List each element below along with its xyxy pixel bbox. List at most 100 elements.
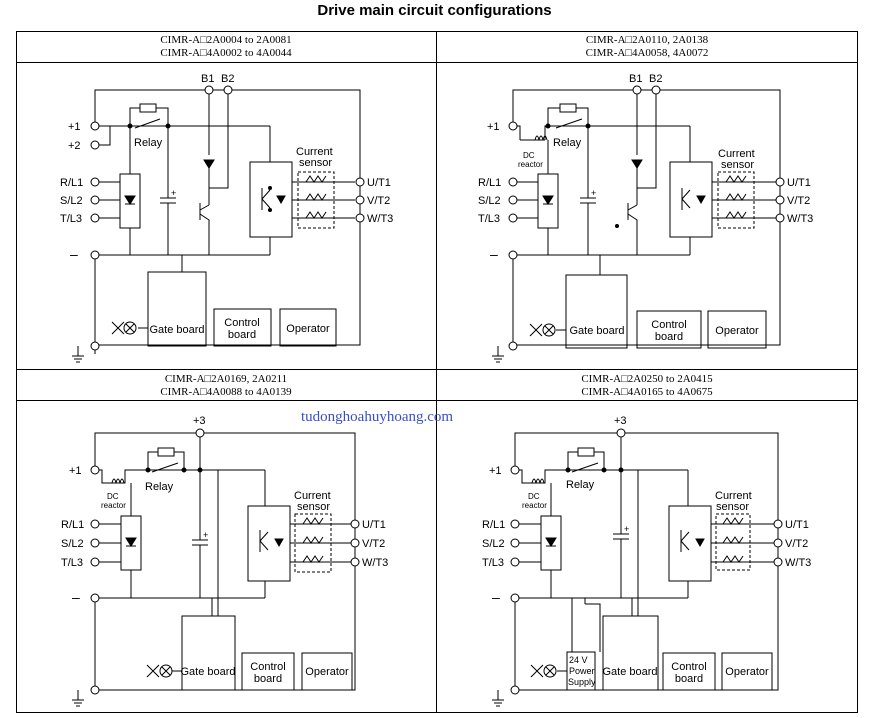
fan-motor-icon (159, 664, 173, 678)
capacitor-icon (160, 126, 176, 255)
relay-contact-icon (571, 462, 599, 473)
dc-reactor-label: DC (523, 151, 535, 160)
gate-board-box (181, 615, 236, 691)
terminal-label: – (70, 246, 78, 262)
fan-icon (529, 323, 543, 337)
terminals (508, 85, 785, 351)
terminal-label: U/T1 (787, 177, 811, 189)
terminal-label: +1 (489, 465, 502, 477)
current-sensor-label: Current (294, 490, 331, 502)
control-board-label: board (675, 673, 703, 685)
terminal-label: W/T3 (785, 557, 811, 569)
terminal-label: S/L2 (61, 538, 84, 550)
relay-contact-icon (134, 118, 161, 129)
dc-reactor-icon (111, 478, 125, 484)
control-board-label: board (228, 329, 256, 341)
current-sensor-label: Current (296, 146, 333, 158)
power-supply-label: Supply (568, 677, 596, 687)
capacitor-polarity: + (624, 524, 629, 534)
terminal-label: B1 (201, 73, 214, 85)
terminal-label: R/L1 (482, 519, 505, 531)
resistor-icon (577, 447, 595, 457)
terminals (510, 428, 783, 695)
model-line: CIMR-A□4A0058, 4A0072 (585, 47, 709, 59)
dc-reactor-label: reactor (518, 160, 543, 169)
brake-transistor-icon (199, 168, 210, 255)
model-line: CIMR-A□4A0165 to 4A0675 (581, 386, 713, 398)
row-divider-middle (16, 369, 858, 370)
gate-board-label: Gate board (180, 666, 235, 678)
brake-transistor-icon (627, 168, 638, 255)
diode-icon (125, 537, 137, 547)
fan-icon (111, 321, 125, 335)
terminals (90, 428, 360, 695)
igbt-icon (681, 188, 691, 210)
terminal-label: R/L1 (61, 519, 84, 531)
terminal-label: – (490, 246, 498, 262)
ground-icon (492, 346, 504, 363)
current-sensor-label: Current (718, 148, 755, 160)
operator-box (279, 308, 337, 347)
diode-icon (124, 195, 136, 205)
diode-icon (631, 159, 643, 169)
terminal-label: +2 (68, 140, 81, 152)
terminal-label: V/T2 (367, 195, 390, 207)
terminal-label: U/T1 (362, 519, 386, 531)
terminal-label: S/L2 (478, 195, 501, 207)
relay-label: Relay (145, 481, 174, 493)
capacitor-icon (613, 433, 629, 598)
ground-icon (492, 690, 504, 707)
fan-motor-icon (543, 664, 557, 678)
terminal-label: +1 (68, 121, 81, 133)
current-sensor-label: sensor (297, 501, 330, 513)
terminal-label: – (72, 589, 80, 605)
control-board-box (241, 652, 295, 691)
terminal-label: V/T2 (362, 538, 385, 550)
dc-reactor-icon (534, 135, 548, 141)
current-sensor-label: Current (715, 490, 752, 502)
model-header-3: CIMR-A□2A0169, 2A0211 CIMR-A□4A0088 to 4… (16, 373, 436, 399)
page-title: Drive main circuit configurations (317, 2, 552, 19)
terminal-label: S/L2 (482, 538, 505, 550)
model-line: CIMR-A□2A0004 to 2A0081 (160, 34, 292, 46)
terminal-label: R/L1 (478, 177, 501, 189)
current-sensor-icon (297, 171, 335, 229)
terminal-label: T/L3 (478, 213, 500, 225)
operator-label: Operator (286, 323, 330, 335)
control-board-box (213, 308, 272, 347)
model-line: CIMR-A□4A0088 to 4A0139 (160, 386, 292, 398)
control-board-label: board (254, 673, 282, 685)
model-line: CIMR-A□2A0110, 2A0138 (585, 34, 709, 46)
gate-board-box (147, 271, 207, 347)
terminal-label: B1 (629, 73, 642, 85)
relay-contact-icon (555, 118, 583, 129)
terminal-label: +1 (69, 465, 82, 477)
gate-board-label: Gate board (149, 324, 204, 336)
terminal-label: U/T1 (367, 177, 391, 189)
terminal-label: R/L1 (60, 177, 83, 189)
resistor-icon (139, 103, 157, 113)
dc-reactor-label: DC (107, 492, 119, 501)
terminal-label: S/L2 (60, 195, 83, 207)
current-sensor-label: sensor (721, 159, 754, 171)
column-divider (436, 31, 437, 713)
current-sensor-label: sensor (299, 157, 332, 169)
ground-icon (72, 690, 84, 707)
relay-label: Relay (553, 137, 582, 149)
terminal-label: – (492, 589, 500, 605)
capacitor-polarity: + (591, 188, 596, 198)
model-line: CIMR-A□2A0250 to 2A0415 (581, 373, 713, 385)
terminal-label: +1 (487, 121, 500, 133)
terminal-label: T/L3 (60, 213, 82, 225)
control-board-label: Control (224, 317, 259, 329)
capacitor-polarity: + (171, 188, 176, 198)
terminal-label: T/L3 (482, 557, 504, 569)
terminal-label: U/T1 (785, 519, 809, 531)
model-header-1: CIMR-A□2A0004 to 2A0081 CIMR-A□4A0002 to… (16, 34, 436, 60)
igbt-icon (259, 530, 269, 552)
operator-box (721, 652, 773, 691)
